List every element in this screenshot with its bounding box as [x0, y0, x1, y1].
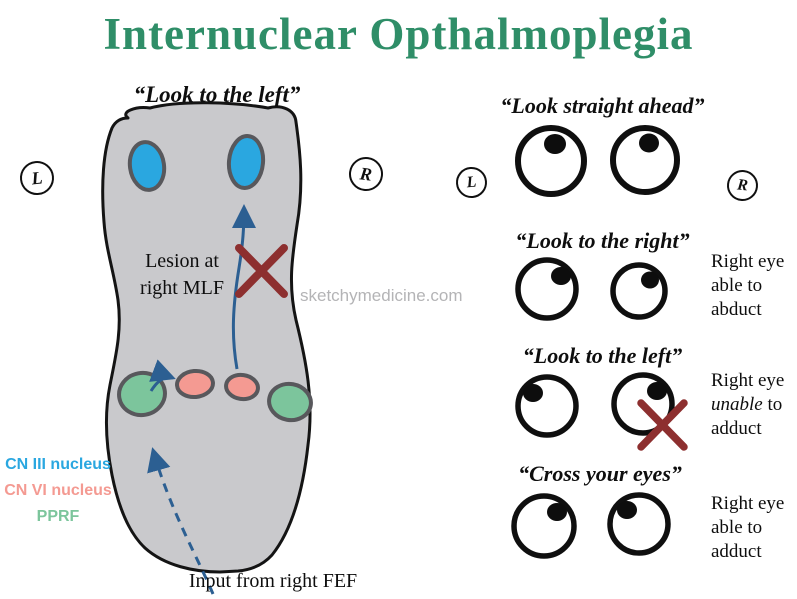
note-line: Right eye: [711, 251, 785, 272]
gaze-right-eyes: [515, 257, 668, 321]
legend-cn3-nucleus: CN III nucleus: [5, 456, 111, 473]
note-line: Right eye: [711, 493, 785, 514]
gaze-heading-left: “Look to the left”: [522, 343, 683, 368]
legend-cn6-nucleus: CN VI nucleus: [4, 482, 112, 499]
note-line: adduct: [711, 541, 762, 562]
note-unable-adduct: Right eye unable to adduct: [711, 369, 797, 441]
gaze-heading-converge: “Cross your eyes”: [518, 461, 682, 486]
gaze-heading-straight: “Look straight ahead”: [500, 93, 705, 118]
pprf-left: [117, 370, 167, 418]
adduction-failure-x-icon: [637, 399, 688, 451]
gaze-straight-eyes: [515, 125, 680, 197]
watermark: sketchymedicine.com: [300, 286, 463, 305]
cn3-nucleus-left: [127, 140, 167, 192]
note-line: adduct: [711, 418, 762, 439]
pprf-to-cn6-arrow: [149, 359, 176, 392]
brainstem-diagram: [101, 101, 313, 595]
note-abduct: Right eye able to abduct: [711, 250, 797, 322]
note-line: abduct: [711, 299, 762, 320]
fef-input-label: Input from right FEF: [188, 570, 358, 592]
lesion-label: Lesion at right MLF: [124, 248, 240, 302]
note-italic-word: unable: [711, 394, 763, 415]
cn6-nucleus-left: [175, 368, 215, 400]
cn6-nucleus-right: [224, 372, 260, 402]
pprf-right: [267, 381, 313, 423]
note-line: able to: [711, 517, 763, 538]
gaze-left-eyes: [515, 372, 688, 451]
note-line: able to: [711, 275, 763, 296]
note-line: Right eye: [711, 370, 785, 391]
legend: CN III nucleus CN VI nucleus PPRF: [0, 452, 116, 530]
gaze-converge-eyes: [511, 492, 671, 559]
lesion-label-line2: right MLF: [140, 277, 224, 299]
eye-diagrams: [511, 125, 688, 559]
page-title: Internuclear Opthalmoplegia: [103, 9, 694, 59]
lesion-label-line1: Lesion at: [145, 250, 219, 272]
mlf-pathway-arrow: [231, 204, 256, 370]
note-line: unable to: [711, 393, 797, 417]
gaze-heading-right: “Look to the right”: [515, 228, 690, 253]
note-adduct: Right eye able to adduct: [711, 492, 797, 564]
note-rest: to: [762, 394, 783, 415]
lesion-x-icon: [235, 244, 288, 298]
brainstem-gaze-heading: “Look to the left”: [133, 82, 301, 107]
legend-pprf: PPRF: [36, 508, 80, 525]
fef-input-dashed-arrow: [147, 447, 215, 595]
cn3-nucleus-right: [226, 134, 266, 190]
